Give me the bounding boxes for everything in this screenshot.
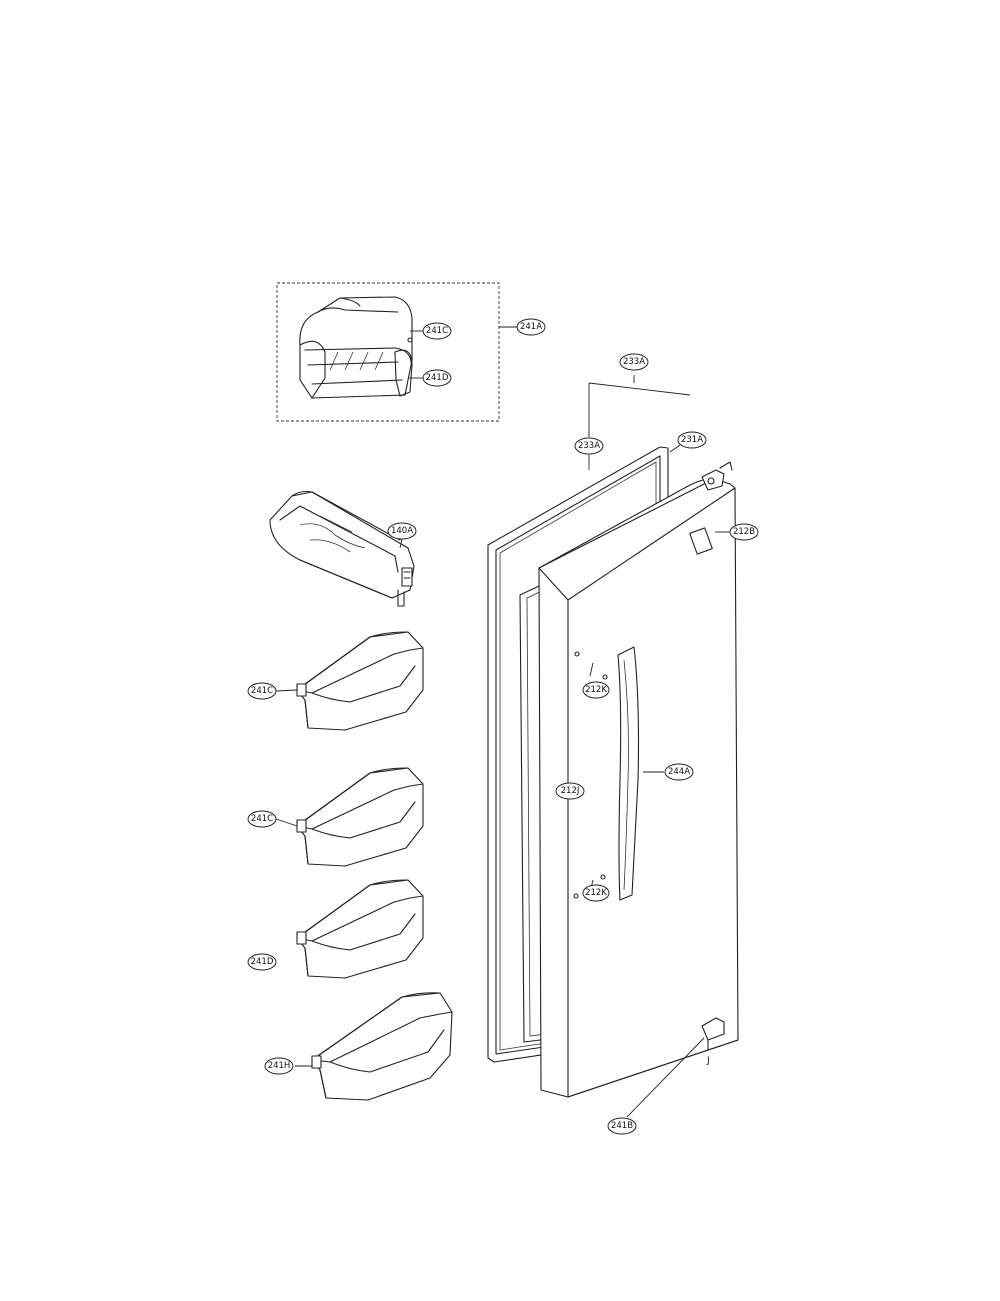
- callout-241C-bin2: 241C: [247, 810, 277, 828]
- callout-241A: 241A: [516, 318, 546, 336]
- callout-label: 212K: [585, 888, 607, 898]
- door-bin-1: [296, 631, 424, 731]
- callout-241C-bin1: 241C: [247, 682, 277, 700]
- callout-label: 212K: [585, 685, 607, 695]
- callout-label: 233A: [623, 357, 645, 367]
- callout-241D-top: 241D: [422, 369, 452, 387]
- callout-241D-bin3: 241D: [247, 953, 277, 971]
- callout-label: 241C: [426, 326, 448, 336]
- callout-label: 241B: [611, 1121, 633, 1131]
- callout-241C-top: 241C: [422, 322, 452, 340]
- callout-212K-top: 212K: [582, 681, 610, 699]
- callout-label: 241D: [251, 957, 274, 967]
- callout-label: 212J: [561, 786, 580, 796]
- door-bin-3: [296, 879, 424, 979]
- callout-231A: 231A: [677, 431, 707, 449]
- callout-label: 140A: [391, 526, 413, 536]
- door-outer-panel: [538, 461, 739, 1098]
- callout-212J: 212J: [555, 782, 585, 800]
- callout-233A-mid: 233A: [574, 437, 604, 455]
- callout-241H: 241H: [264, 1057, 294, 1075]
- callout-label: 212B: [733, 527, 755, 537]
- callout-212B: 212B: [729, 523, 759, 541]
- dairy-bin-with-cover: [299, 296, 413, 399]
- callout-label: 241D: [426, 373, 449, 383]
- callout-label: 231A: [681, 435, 703, 445]
- callout-label: 244A: [668, 767, 690, 777]
- door-bin-4-large: [311, 992, 453, 1101]
- callout-212K-bottom: 212K: [582, 884, 610, 902]
- callout-label: 241H: [268, 1061, 291, 1071]
- small-marker-label: J: [706, 1056, 710, 1066]
- callout-label: 233A: [578, 441, 600, 451]
- callout-233A-top: 233A: [619, 353, 649, 371]
- callout-label: 241C: [251, 686, 273, 696]
- leader-lines: [275, 326, 730, 1118]
- callout-140A: 140A: [387, 522, 417, 540]
- callout-label: 241C: [251, 814, 273, 824]
- callout-label: 241A: [520, 322, 542, 332]
- callout-241B: 241B: [607, 1117, 637, 1135]
- inset-box-dairy-module: [276, 282, 500, 422]
- door-bin-2: [296, 767, 424, 867]
- callout-244A: 244A: [664, 763, 694, 781]
- top-door-bin: [269, 490, 415, 607]
